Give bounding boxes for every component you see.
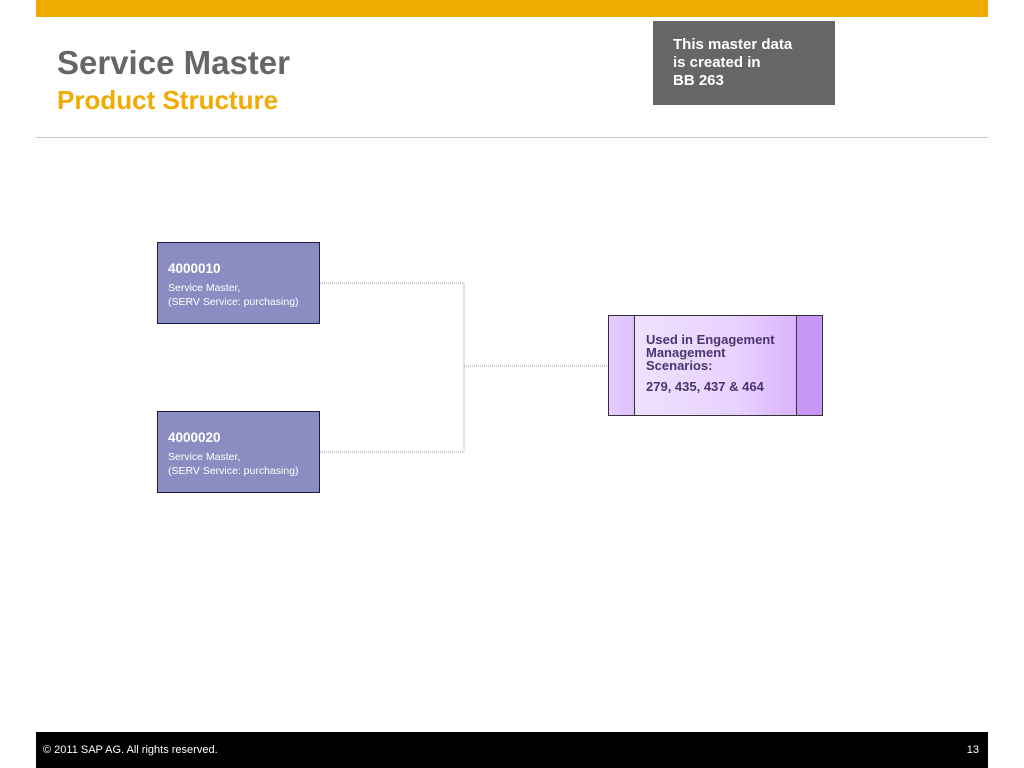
product-id: 4000020: [168, 430, 221, 445]
scenario-numbers: 279, 435, 437 & 464: [646, 379, 764, 394]
product-box-1: 4000010 Service Master, (SERV Service: p…: [157, 242, 320, 324]
footer-copyright: © 2011 SAP AG. All rights reserved.: [43, 744, 218, 756]
scenario-text: Used in Engagement Management Scenarios:…: [646, 333, 796, 394]
connector-product-1: [320, 282, 465, 366]
page-subtitle: Product Structure: [57, 85, 279, 115]
connector-product-2: [320, 366, 465, 453]
scenario-box: Used in Engagement Management Scenarios:…: [608, 315, 823, 416]
header-divider: [36, 137, 988, 138]
note-box: This master data is created in BB 263: [653, 21, 835, 105]
page-title: Service Master: [57, 44, 290, 81]
product-box-2: 4000020 Service Master, (SERV Service: p…: [157, 411, 320, 493]
page-number: 13: [966, 744, 979, 756]
product-description: Service Master, (SERV Service: purchasin…: [168, 282, 299, 308]
scenario-heading: Used in Engagement Management Scenarios:: [646, 332, 775, 373]
note-text: This master data is created in BB 263: [673, 36, 793, 89]
scenario-right-band: [796, 316, 822, 415]
product-description: Service Master, (SERV Service: purchasin…: [168, 451, 299, 477]
top-accent-bar: [36, 0, 988, 17]
product-id: 4000010: [168, 261, 221, 276]
scenario-left-band: [609, 316, 635, 415]
footer: © 2011 SAP AG. All rights reserved. 13: [36, 732, 988, 768]
